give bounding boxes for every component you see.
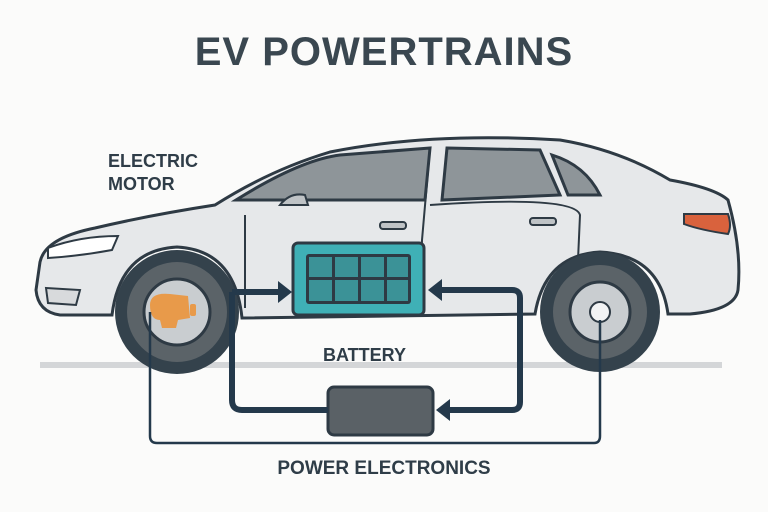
electric-motor-icon [150,293,190,328]
power-electronics-box [326,385,435,437]
front-wheel [115,250,239,374]
signal-wire [148,312,602,445]
headlight [47,234,120,260]
arrowheads [278,279,450,421]
door-handle-rear [529,217,557,226]
taillight [683,213,731,236]
electric-motor-label: ELECTRIC MOTOR [108,150,198,196]
page-title: EV POWERTRAINS [194,30,574,74]
battery-pack [291,241,426,317]
rear-wheel [540,252,660,372]
battery-label: BATTERY [323,345,406,365]
electric-motor-label-line1: ELECTRIC [108,151,198,171]
door-handle-front [379,221,407,230]
fog-light [44,286,82,307]
side-mirror [277,193,310,206]
power-wires [229,287,523,413]
windows [230,146,603,202]
electric-motor-label-line2: MOTOR [108,174,175,194]
power-electronics-label: POWER ELECTRONICS [277,458,491,479]
